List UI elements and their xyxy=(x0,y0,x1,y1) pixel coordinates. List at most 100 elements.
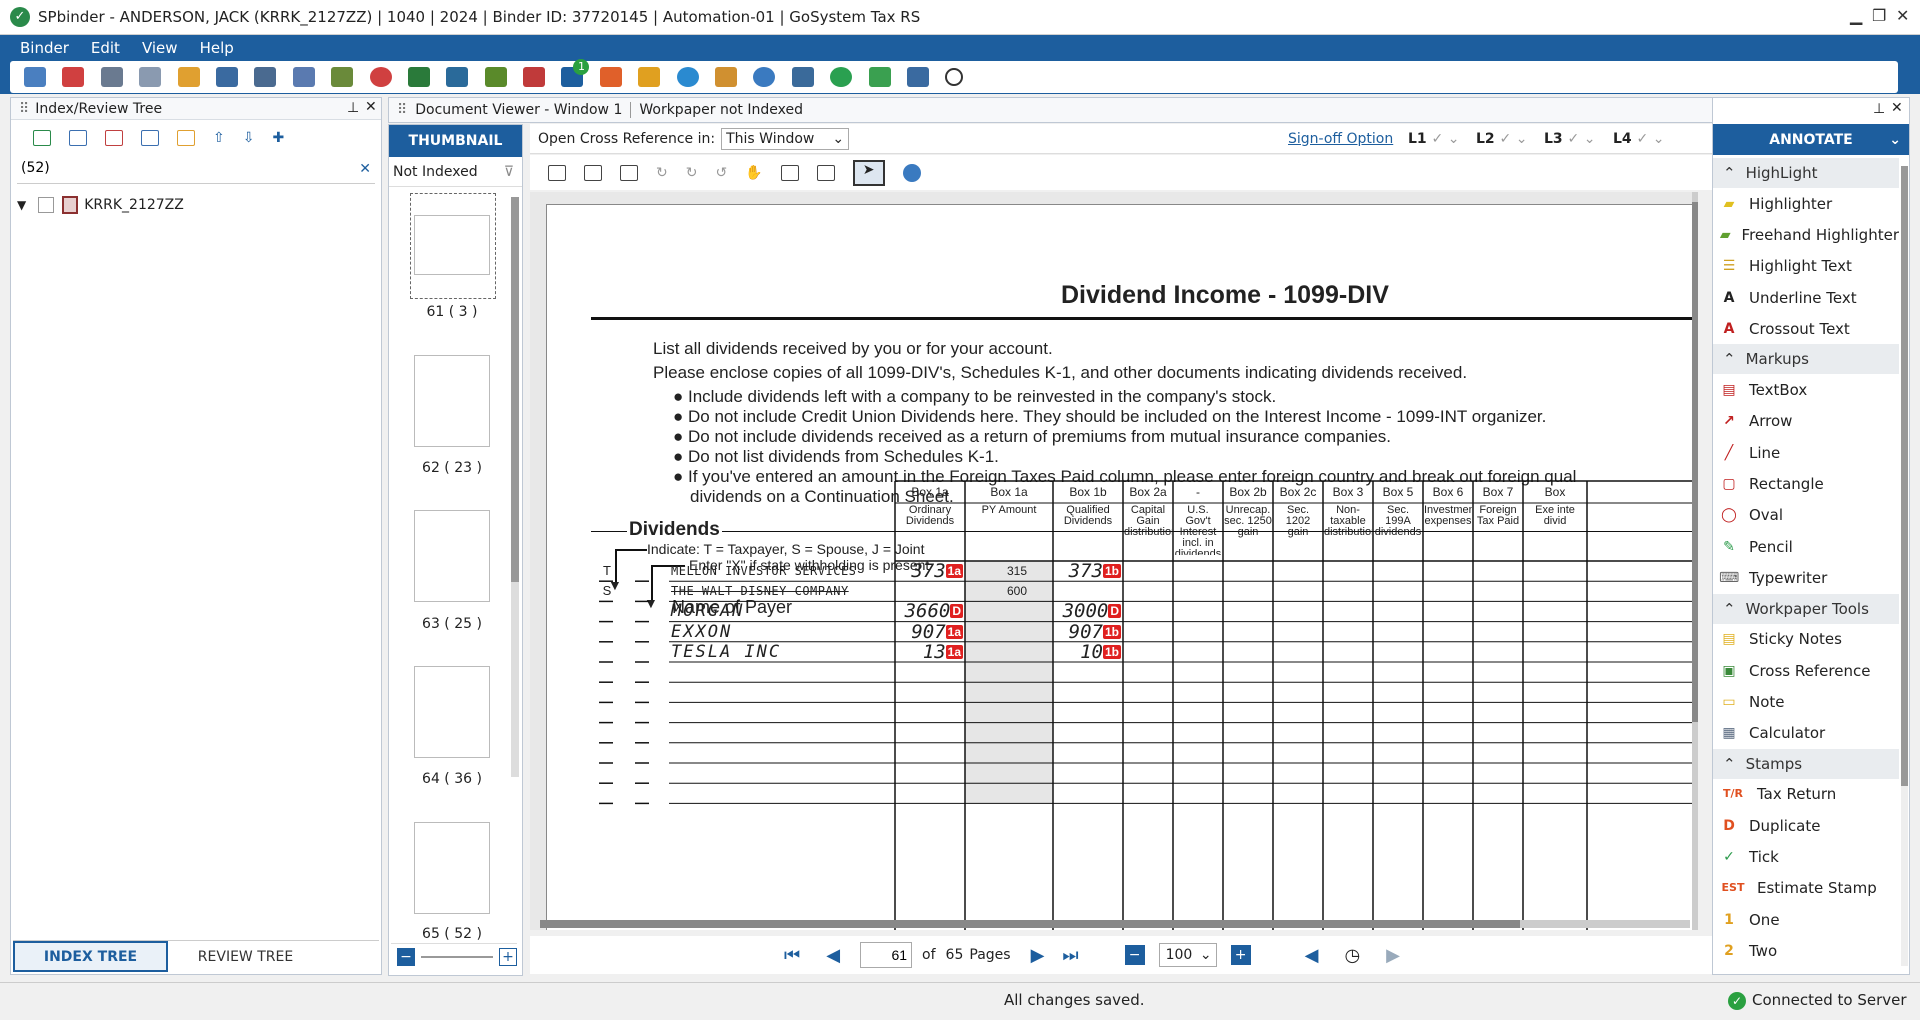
annotate-item[interactable]: ✎Pencil xyxy=(1713,531,1899,562)
annotate-section-workpaper-tools[interactable]: ⌃Workpaper Tools xyxy=(1713,593,1899,624)
annotate-section-markups[interactable]: ⌃Markups xyxy=(1713,344,1899,375)
add-node-icon[interactable] xyxy=(33,130,51,146)
filter-icon[interactable]: ⊽ xyxy=(503,163,514,180)
tick-mark-badge[interactable]: 1a xyxy=(945,644,963,659)
level-l3[interactable]: L3 ✓ ⌄ xyxy=(1544,130,1596,147)
help-icon[interactable] xyxy=(676,67,699,87)
annotate-item[interactable]: ☰Highlight Text xyxy=(1713,251,1899,282)
annotate-title[interactable]: ANNOTATE⌄ xyxy=(1713,124,1909,155)
network-icon[interactable] xyxy=(791,67,814,87)
annotate-item[interactable]: ▣Cross Reference xyxy=(1713,655,1899,686)
level-l4[interactable]: L4 ✓ ⌄ xyxy=(1613,130,1665,147)
zoom-select[interactable]: 100⌄ xyxy=(1158,943,1217,967)
select-arrow-icon[interactable]: ➤ xyxy=(852,159,885,186)
menu-help[interactable]: Help xyxy=(199,39,234,57)
expand-icon[interactable]: ▼ xyxy=(17,198,27,212)
tick-mark-badge[interactable]: 1b xyxy=(1102,644,1121,659)
annotate-item[interactable]: ▭Note xyxy=(1713,686,1899,717)
info-icon[interactable] xyxy=(902,163,921,182)
rotate-right-icon[interactable]: ↻ xyxy=(685,164,698,181)
annotate-section-highlight[interactable]: ⌃HighLight xyxy=(1713,158,1899,188)
move-up-icon[interactable]: ⇧ xyxy=(213,130,225,146)
remove-icon[interactable] xyxy=(105,130,123,146)
rotate-icon[interactable]: ↻ xyxy=(656,164,668,181)
drag-handle-icon[interactable]: ⠿ xyxy=(397,102,408,118)
menu-edit[interactable]: Edit xyxy=(90,39,120,57)
collapse-icon[interactable]: ⌃ xyxy=(1723,164,1736,182)
annotate-item[interactable]: ◯Oval xyxy=(1713,500,1899,531)
thumb-zoom-slider[interactable] xyxy=(421,955,493,958)
tax-icon[interactable] xyxy=(446,67,469,87)
next-page-icon[interactable]: ▶ xyxy=(1030,944,1045,966)
thumbnail-page[interactable] xyxy=(414,510,490,602)
level-l1[interactable]: L1 ✓ ⌄ xyxy=(1408,130,1460,147)
annotate-item[interactable]: ▰Highlighter xyxy=(1713,188,1899,219)
annotate-item[interactable]: ↗Arrow xyxy=(1713,406,1899,437)
collapse-icon[interactable]: ⌃ xyxy=(1723,599,1736,618)
annotate-item[interactable]: ⌨Typewriter xyxy=(1713,562,1899,593)
copy-icon[interactable] xyxy=(177,67,200,87)
grid-icon[interactable] xyxy=(906,67,929,87)
panel-close-icon[interactable]: ✕ xyxy=(365,99,377,115)
thumbnail-page[interactable] xyxy=(414,666,490,758)
tr-icon[interactable] xyxy=(484,67,507,87)
clear-search-icon[interactable]: ✕ xyxy=(359,161,371,177)
collapse-icon[interactable]: ⌃ xyxy=(1723,754,1736,773)
history-icon[interactable]: ◷ xyxy=(1344,944,1361,966)
info-icon[interactable] xyxy=(753,67,776,87)
viewer-tab-title[interactable]: Document Viewer - Window 1 xyxy=(415,102,623,118)
tree-search-input[interactable] xyxy=(17,160,337,176)
annotate-item[interactable]: ╱Line xyxy=(1713,437,1899,468)
print-icon[interactable] xyxy=(100,67,123,87)
thumb-scrollbar[interactable] xyxy=(511,197,519,777)
tree-item[interactable]: ▼ KRRK_2127ZZ xyxy=(11,190,381,220)
thumb-scroll-thumb[interactable] xyxy=(511,197,519,582)
globe-icon[interactable] xyxy=(369,67,392,87)
stamp-icon[interactable] xyxy=(331,67,354,87)
annotate-item[interactable]: ▢Rectangle xyxy=(1713,468,1899,499)
word-icon[interactable] xyxy=(141,130,159,146)
hand-icon[interactable]: ✋ xyxy=(745,164,763,181)
text-select-icon[interactable] xyxy=(780,164,799,181)
move-down-icon[interactable]: ⇩ xyxy=(242,130,255,146)
users-icon[interactable]: 1 xyxy=(561,59,590,87)
doc-vscroll[interactable] xyxy=(1692,192,1698,930)
tab-index-tree[interactable]: INDEX TREE xyxy=(13,941,168,972)
annotate-item[interactable]: ▤Sticky Notes xyxy=(1713,624,1899,655)
list-icon[interactable] xyxy=(816,164,835,181)
thumbnail-page[interactable] xyxy=(414,822,490,914)
last-page-icon[interactable]: ⏭ xyxy=(1062,944,1079,966)
calendar-icon[interactable] xyxy=(523,67,546,87)
annotate-item[interactable]: ✓Tick xyxy=(1713,841,1899,872)
history-forward-icon[interactable]: ▶ xyxy=(1386,944,1401,966)
document-icon[interactable] xyxy=(139,67,162,87)
tick-mark-badge[interactable]: 1b xyxy=(1102,564,1121,578)
annotate-scrollbar[interactable] xyxy=(1901,166,1908,966)
level-l2[interactable]: L2 ✓ ⌄ xyxy=(1476,130,1528,147)
fit-width-icon[interactable] xyxy=(584,164,602,181)
thumbnail-page[interactable] xyxy=(414,215,490,275)
tab-review-tree[interactable]: REVIEW TREE xyxy=(197,948,294,965)
fit-window-icon[interactable] xyxy=(620,164,638,181)
menu-binder[interactable]: Binder xyxy=(20,39,69,57)
tick-mark-badge[interactable]: 1b xyxy=(1102,624,1121,639)
close-icon[interactable]: ✕ xyxy=(1896,6,1910,25)
lock-icon[interactable] xyxy=(638,67,661,87)
panel-close-icon[interactable]: ✕ xyxy=(1891,100,1903,116)
annotate-item[interactable]: ▦Calculator xyxy=(1713,717,1899,748)
tab-thumbnail[interactable]: THUMBNAIL xyxy=(389,125,522,157)
tick-mark-badge[interactable]: 1a xyxy=(945,564,963,578)
menu-view[interactable]: View xyxy=(141,39,178,57)
thumb-zoom-in[interactable]: + xyxy=(499,947,517,966)
thumbnail-page[interactable] xyxy=(414,355,490,447)
pin-icon[interactable]: ⊥ xyxy=(1873,101,1886,117)
transfer-icon[interactable] xyxy=(292,67,315,87)
restore-icon[interactable]: ❐ xyxy=(1872,6,1887,25)
swap-icon[interactable] xyxy=(599,67,622,87)
sync-icon[interactable] xyxy=(830,67,853,87)
